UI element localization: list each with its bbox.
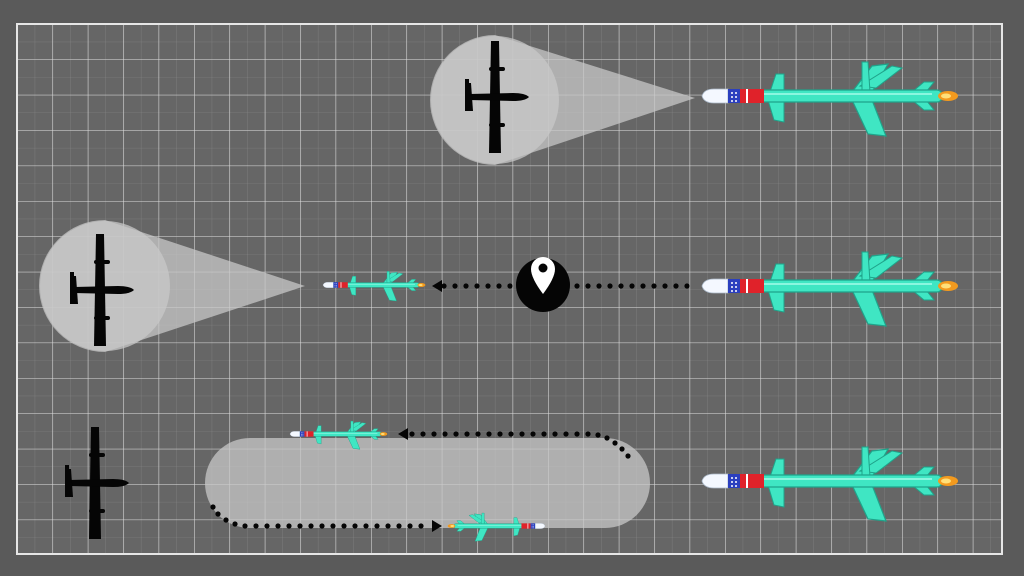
- scenario-top: [429, 34, 959, 165]
- waypoint-pin-icon: [516, 257, 570, 312]
- arrowhead-icon: [398, 428, 408, 440]
- dotted-path: [432, 280, 690, 292]
- scenario-middle: [39, 220, 959, 352]
- scenario-bottom: [65, 420, 959, 542]
- dotted-path: [210, 428, 631, 532]
- sensor-area: [40, 221, 170, 351]
- loiter-zone: [205, 438, 650, 528]
- arrowhead-icon: [432, 520, 442, 532]
- arrowhead-icon: [432, 280, 442, 292]
